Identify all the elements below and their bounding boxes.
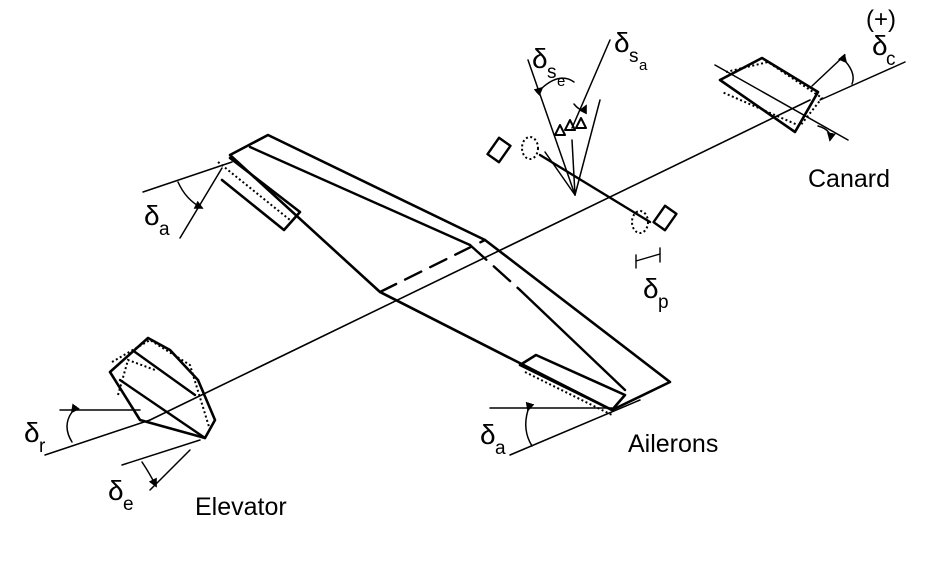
wing [228,133,672,412]
plus-label: (+) [866,6,896,33]
delta-se-label: δ s e [532,43,565,90]
delta-c-label: δ c [872,30,896,70]
elevator-label: Elevator [195,493,287,521]
svg-text:δ: δ [144,200,160,231]
svg-text:e: e [123,494,134,515]
svg-text:δ: δ [532,43,548,74]
right-aileron [489,353,641,456]
delta-a-right-label: δ a [480,419,506,459]
delta-sa-label: δ s a [614,27,648,74]
tail-assembly [44,336,217,491]
svg-text:s: s [547,62,557,83]
delta-e-label: δ e [108,475,134,515]
svg-text:r: r [39,436,46,457]
svg-text:p: p [658,292,669,313]
svg-text:δ: δ [108,475,124,506]
prop-assembly [486,39,678,269]
delta-r-label: δ r [24,417,46,457]
svg-text:e: e [557,73,565,90]
svg-text:a: a [159,219,170,240]
svg-text:δ: δ [643,273,659,304]
delta-p-label: δ p [643,273,669,313]
canard [714,53,906,142]
svg-text:c: c [886,49,896,70]
svg-text:δ: δ [480,419,496,450]
svg-text:δ: δ [872,30,888,61]
svg-text:δ: δ [24,417,40,448]
svg-text:a: a [495,438,506,459]
body-axis-line [149,99,811,421]
svg-text:δ: δ [614,27,630,58]
canard-label: Canard [808,165,890,193]
svg-text:a: a [639,57,648,74]
ailerons-label: Ailerons [628,430,718,458]
delta-a-left-label: δ a [144,200,170,240]
left-aileron [142,156,302,239]
svg-text:s: s [629,46,639,67]
